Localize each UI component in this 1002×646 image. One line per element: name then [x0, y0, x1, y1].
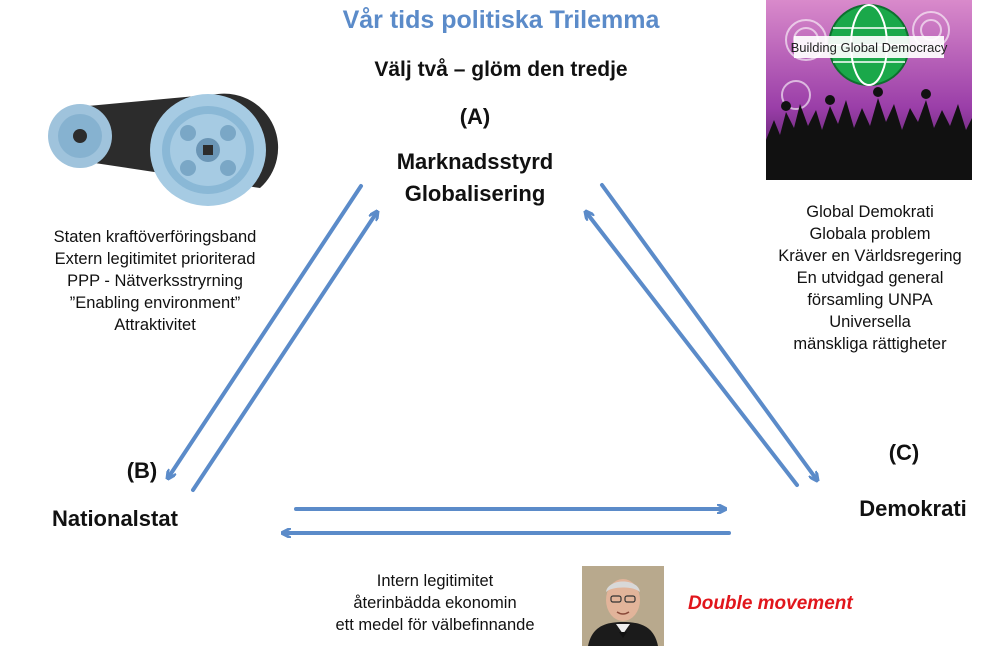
diagram-title: Vår tids politiska Trilemma: [342, 6, 660, 34]
node-a-name: Marknadsstyrd Globalisering: [360, 146, 590, 210]
right-description: Global Demokrati Globala problem Kräver …: [745, 201, 995, 355]
node-c-label: (C): [888, 440, 920, 465]
left-description-line: Extern legitimitet prioriterad: [54, 250, 256, 268]
diagram-subtitle: Välj två – glöm den tredje: [374, 58, 628, 81]
arrow-a-to-c: [600, 183, 817, 480]
bottom-description-line: ett medel för välbefinnande: [335, 616, 535, 634]
left-description-line: ”Enabling environment”: [69, 294, 241, 312]
right-description-line: Global Demokrati: [806, 203, 934, 221]
left-description-line: Staten kraftöverföringsband: [53, 228, 257, 246]
node-a-label: (A): [459, 104, 491, 129]
arrow-a-to-b: [168, 184, 363, 478]
left-description-line: PPP - Nätverksstryrning: [67, 272, 243, 290]
right-description-line: Kräver en Världsregering: [778, 247, 962, 265]
double-movement-label: Double movement: [688, 593, 853, 614]
poster-text: Building Global Democracy: [791, 40, 948, 55]
node-c-name: Demokrati: [859, 496, 967, 521]
arrow-b-to-a: [191, 212, 377, 492]
arrow-c-to-a: [586, 212, 799, 487]
node-a-name-line2: Globalisering: [404, 181, 546, 206]
right-description-line: Universella: [829, 313, 911, 331]
node-b-name: Nationalstat: [52, 506, 178, 531]
belt-pulley-image: [28, 88, 288, 210]
right-description-line: mänskliga rättigheter: [793, 335, 947, 353]
right-description-line: En utvidgad general: [796, 269, 944, 287]
right-description-line: Globala problem: [809, 225, 931, 243]
bottom-description: Intern legitimitet återinbädda ekonomin …: [300, 570, 570, 636]
portrait-image: [582, 566, 664, 646]
global-democracy-image: Building Global Democracy: [766, 0, 972, 180]
left-description: Staten kraftöverföringsband Extern legit…: [10, 226, 300, 336]
bottom-description-line: Intern legitimitet: [376, 572, 494, 590]
bottom-description-line: återinbädda ekonomin: [353, 594, 517, 612]
node-b-label: (B): [126, 458, 158, 483]
node-a-name-line1: Marknadsstyrd: [396, 149, 554, 174]
right-description-line: församling UNPA: [807, 291, 933, 309]
left-description-line: Attraktivitet: [114, 316, 196, 334]
